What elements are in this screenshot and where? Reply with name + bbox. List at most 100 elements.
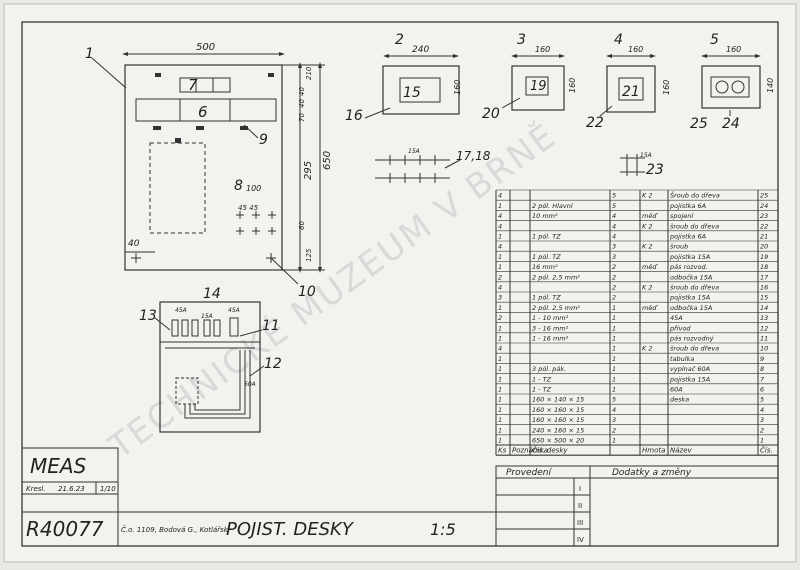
dim-210: 210 <box>305 66 313 80</box>
cell-no-row-6: 20 <box>760 243 768 251</box>
cell-name-row-19: pojistka 15A <box>669 375 710 383</box>
cell-pos-row-4: 4 <box>612 222 616 230</box>
header-note: Poznámka <box>512 447 548 455</box>
scale-fraction: 1/10 <box>100 485 116 493</box>
wiring-view: 45A 15A 45A 60A 14 13 11 12 <box>139 286 282 433</box>
cell-size-row-3: 10 mm² <box>532 212 558 220</box>
cell-size-row-13: 1 - 10 mm² <box>532 314 569 322</box>
drawing-title: POJIST. DESKY <box>226 519 355 540</box>
cell-no-row-15: 11 <box>760 335 768 343</box>
fuse-row-7 <box>179 77 231 93</box>
cell-qty-row-21: 1 <box>498 396 502 404</box>
revisions-block: Provedení Dodatky a změny I II III IV <box>495 465 779 547</box>
label-14: 14 <box>203 286 221 302</box>
panel-outline <box>124 64 283 271</box>
cell-qty-row-10: 4 <box>498 284 502 292</box>
provedeni-label: Provedení <box>506 468 552 478</box>
cell-no-row-9: 17 <box>760 273 769 281</box>
header-mat: Hmota <box>642 447 665 455</box>
cell-pos-row-10: 2 <box>612 284 616 292</box>
cell-pos-row-5: 4 <box>612 233 616 241</box>
cell-qty-row-17: 1 <box>498 355 502 363</box>
callout-5: 5 <box>710 32 719 48</box>
cell-no-row-8: 18 <box>760 263 768 271</box>
cell-no-row-21: 5 <box>760 396 764 404</box>
cell-no-row-24: 2 <box>760 426 764 434</box>
cell-pos-row-22: 4 <box>612 406 616 414</box>
dim-40b: 40 <box>298 99 306 108</box>
maker-name: MEAS <box>30 454 87 478</box>
dim-width: 500 <box>196 42 215 53</box>
strip-rating: 15A <box>408 148 420 155</box>
cell-qty-row-24: 1 <box>498 426 502 434</box>
cell-mat-row-1: K 2 <box>642 192 652 200</box>
drawing-number: R40077 <box>26 517 104 541</box>
cell-name-row-9: odbočka 15A <box>670 273 712 281</box>
dim-160-p4v: 160 <box>662 80 671 95</box>
cell-size-row-5: 1 pól. TZ <box>532 233 561 241</box>
cell-mat-row-16: K 2 <box>642 345 652 353</box>
cell-name-row-18: vypínač 60A <box>670 365 710 373</box>
cell-qty-row-25: 1 <box>498 437 502 445</box>
cell-qty-row-13: 2 <box>498 314 502 322</box>
cell-qty-row-23: 1 <box>498 416 502 424</box>
dim-100: 100 <box>246 184 261 193</box>
label-19: 19 <box>530 79 547 94</box>
rev-iii: III <box>577 519 583 527</box>
cell-no-row-2: 24 <box>760 202 768 210</box>
cell-pos-row-6: 3 <box>612 243 616 251</box>
cell-size-row-8: 16 mm² <box>532 263 558 271</box>
cell-pos-row-13: 1 <box>612 314 616 322</box>
cell-size-row-18: 3 pól. pák. <box>532 365 566 373</box>
fuse-rating-3: 45A <box>228 307 240 314</box>
cell-qty-row-14: 1 <box>498 324 502 332</box>
cell-no-row-16: 10 <box>760 345 768 353</box>
header-qty: Ks <box>498 447 507 455</box>
cell-name-row-20: 60A <box>670 386 683 394</box>
label-12: 12 <box>264 356 282 372</box>
cell-pos-row-12: 1 <box>612 304 616 312</box>
order-info: Č.o. 1109, Bodová G., Kotlářsk. <box>121 525 230 534</box>
cell-name-row-11: pojistka 15A <box>669 294 710 302</box>
cell-qty-row-9: 2 <box>498 273 502 281</box>
cell-qty-row-20: 1 <box>498 386 502 394</box>
dim-45: 45 45 <box>238 204 259 212</box>
label-21: 21 <box>622 84 640 100</box>
dim-140-p5: 140 <box>766 78 775 93</box>
kresl-label: Kresl. <box>26 485 46 493</box>
cell-name-row-6: šroub <box>670 243 688 251</box>
fuse-rating-1: 45A <box>175 307 187 314</box>
cell-pos-row-7: 3 <box>612 253 616 261</box>
cell-no-row-7: 19 <box>760 253 768 261</box>
cell-qty-row-19: 1 <box>498 375 502 383</box>
cell-mat-row-8: měď <box>642 263 658 271</box>
dim-40: 40 <box>128 239 140 249</box>
cell-size-row-2: 2 pól. Hlavní <box>532 202 574 210</box>
cell-qty-row-4: 4 <box>498 222 502 230</box>
cell-pos-row-24: 2 <box>612 426 616 434</box>
cell-mat-row-10: K 2 <box>642 284 652 292</box>
drawing-scale: 1:5 <box>430 520 456 539</box>
cell-no-row-17: 9 <box>760 355 764 363</box>
cell-pos-row-20: 1 <box>612 386 616 394</box>
cell-pos-row-17: 1 <box>612 355 616 363</box>
hole-pattern <box>236 211 276 235</box>
cell-qty-row-8: 1 <box>498 263 502 271</box>
cell-no-row-12: 14 <box>760 304 768 312</box>
label-20: 20 <box>482 106 500 122</box>
cell-no-row-23: 3 <box>760 416 764 424</box>
cell-pos-row-15: 1 <box>612 335 616 343</box>
cell-name-row-7: pojistka 15A <box>669 253 710 261</box>
cell-no-row-1: 25 <box>760 192 768 200</box>
cell-size-row-25: 650 × 500 × 20 <box>532 437 584 445</box>
dim-60: 60 <box>298 221 306 230</box>
callout-4: 4 <box>614 32 623 48</box>
cell-qty-row-18: 1 <box>498 365 502 373</box>
dim-160-p4: 160 <box>628 45 643 54</box>
cell-qty-row-2: 1 <box>498 202 502 210</box>
dim-70: 70 <box>298 113 306 122</box>
cell-no-row-13: 13 <box>760 314 768 322</box>
cell-name-row-13: 45A <box>670 314 683 322</box>
label-6: 6 <box>198 103 208 121</box>
cell-name-row-2: pojistka 6A <box>669 202 706 210</box>
